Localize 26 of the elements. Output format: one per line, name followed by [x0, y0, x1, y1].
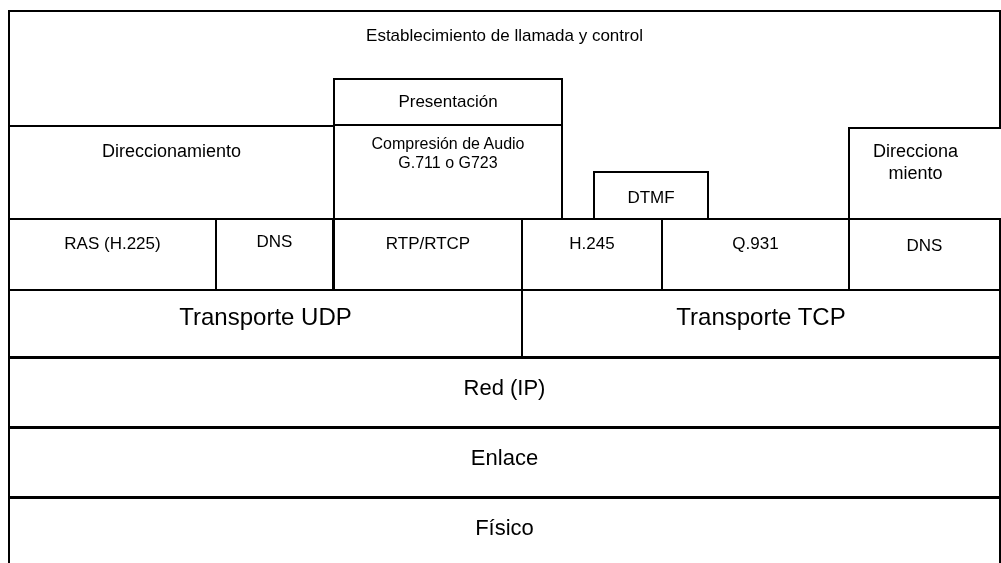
layer-box — [8, 289, 523, 358]
layer-label: Físico — [475, 515, 534, 542]
layer-label: RAS (H.225) — [64, 234, 161, 255]
layer-box — [521, 289, 1001, 358]
layer-box — [8, 357, 1001, 428]
layer-label: Direcciona miento — [871, 141, 959, 185]
layer-box — [848, 127, 1001, 220]
layer-label: DTMF — [627, 188, 675, 209]
layer-label: Direccionamiento — [101, 141, 242, 163]
layer-label: H.245 — [569, 234, 615, 255]
layer-label: Transporte UDP — [179, 303, 352, 332]
layer-box — [593, 171, 709, 220]
layer-label: Establecimiento de llamada y control — [366, 26, 643, 47]
layer-box — [8, 427, 1001, 498]
layer-label: Red (IP) — [463, 375, 546, 402]
layer-box — [333, 78, 563, 126]
layer-label: Transporte TCP — [676, 303, 846, 332]
layer-box — [8, 10, 1001, 220]
layer-label: Presentación — [398, 91, 498, 113]
layer-label: Compresión de Audio G.711 o G723 — [370, 134, 526, 173]
layer-label: Enlace — [470, 445, 539, 472]
layer-label: Q.931 — [732, 234, 779, 255]
layer-box — [8, 497, 1001, 563]
layer-label: DNS — [256, 232, 293, 253]
layer-label: RTP/RTCP — [385, 234, 471, 255]
layer-label: DNS — [906, 236, 943, 257]
